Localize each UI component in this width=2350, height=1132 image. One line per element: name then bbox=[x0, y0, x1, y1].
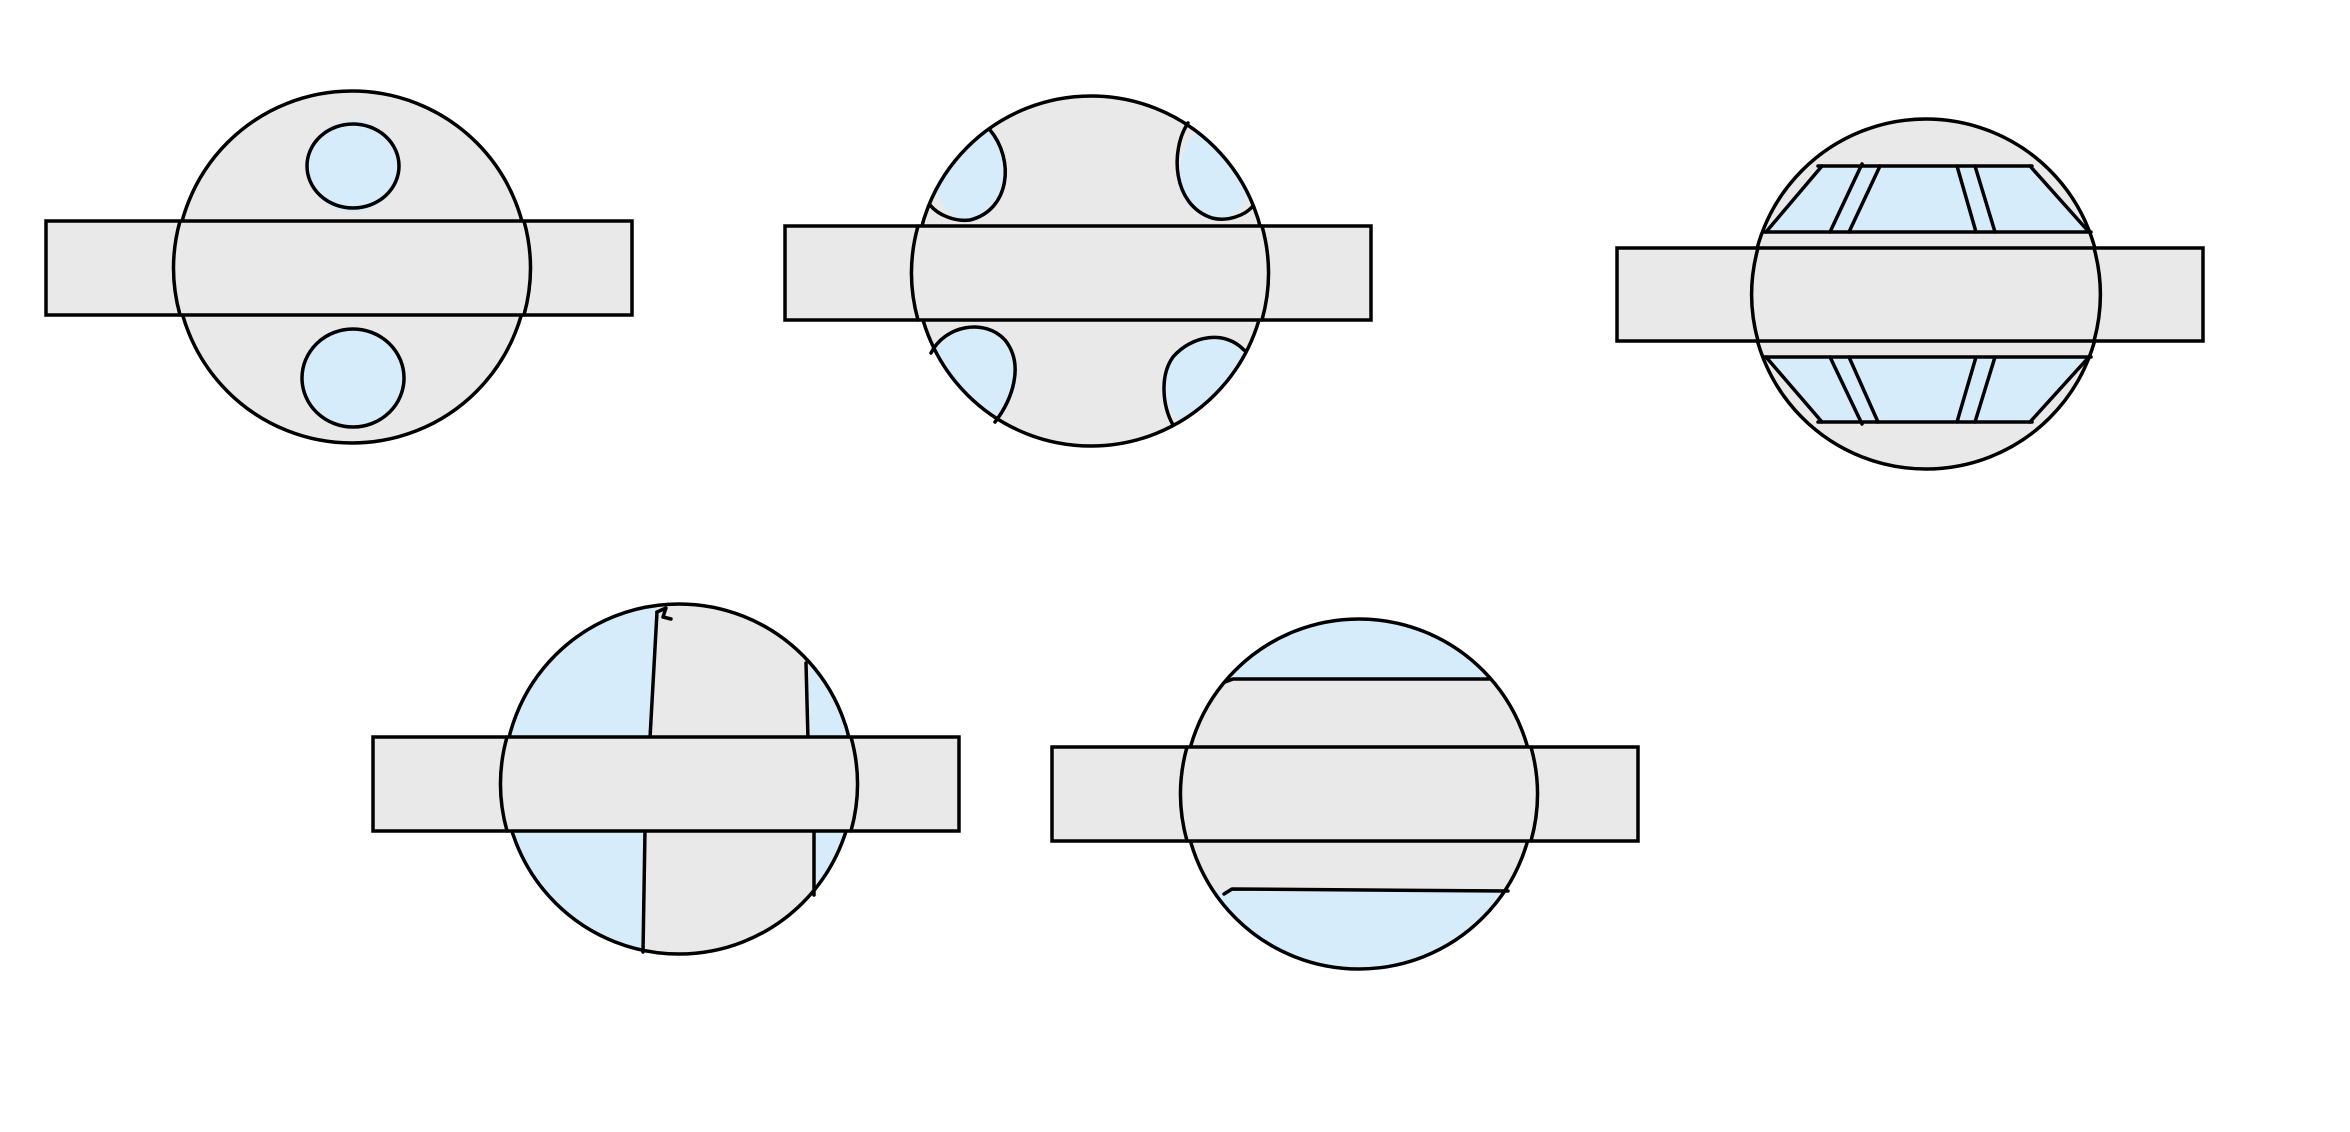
disc-edge-over-bar-right bbox=[1529, 745, 1540, 843]
variant-horizontal-caps bbox=[1050, 617, 1640, 971]
lower-divider-2b bbox=[1973, 355, 1997, 424]
left-divider-lower bbox=[641, 828, 647, 954]
lower-band-right-slant bbox=[2028, 355, 2091, 424]
disc-edge-over-bar-left bbox=[1178, 745, 1189, 843]
upper-trapezoid-band bbox=[1766, 166, 2089, 232]
disc-edge-over-bar-right bbox=[2092, 246, 2102, 343]
lobe-bottom-left-edge bbox=[929, 325, 1017, 424]
horizontal-bar bbox=[44, 219, 634, 317]
lobe-top-right-edge bbox=[1175, 121, 1254, 221]
upper-band-right-slant bbox=[2028, 164, 2091, 234]
lobe-top-left-edge bbox=[928, 128, 1008, 223]
top-circular-hole bbox=[307, 120, 399, 212]
disc-edge-over-bar-right bbox=[522, 219, 533, 317]
lobe-bottom-right-edge bbox=[1162, 335, 1246, 427]
lower-band-left-slant bbox=[1764, 355, 1824, 424]
bottom-hole-outline bbox=[300, 327, 406, 429]
lower-trapezoid-band bbox=[1766, 357, 2089, 422]
upper-divider-1a bbox=[1828, 162, 1864, 234]
left-divider-upper bbox=[648, 610, 659, 740]
variant-trapezoid-slots bbox=[1615, 117, 2205, 471]
disc-edge-over-bar-right bbox=[1260, 224, 1271, 322]
lower-divider-1a bbox=[1828, 355, 1864, 426]
variant-four-edge-lobes bbox=[783, 94, 1373, 448]
upper-divider-1b bbox=[1847, 164, 1882, 234]
horizontal-bar bbox=[371, 735, 961, 833]
lower-divider-2a bbox=[1955, 355, 1978, 424]
top-hole-outline bbox=[305, 122, 401, 210]
bottom-cap-line bbox=[1222, 887, 1510, 896]
horizontal-bar bbox=[1050, 745, 1640, 843]
upper-divider-2a bbox=[1955, 164, 1978, 234]
disc-edge-over-bar-left bbox=[498, 735, 509, 833]
upper-band-left-slant bbox=[1764, 164, 1824, 234]
horizontal-bar bbox=[1615, 246, 2205, 343]
variant-vertical-sectors bbox=[371, 602, 961, 956]
disc-edge-over-bar-left bbox=[1750, 246, 1760, 343]
variant-two-circular-holes bbox=[44, 89, 634, 445]
right-divider-upper bbox=[804, 661, 810, 742]
upper-divider-2b bbox=[1973, 164, 1997, 234]
disc-edge-over-bar-left bbox=[171, 219, 182, 317]
bottom-circular-hole bbox=[302, 327, 404, 429]
horizontal-bar bbox=[783, 224, 1373, 322]
lower-divider-1b bbox=[1847, 355, 1880, 424]
disc-edge-over-bar-right bbox=[849, 735, 860, 833]
left-divider-hook bbox=[655, 606, 673, 621]
disc-edge-over-bar-left bbox=[909, 224, 920, 322]
top-blue-cap bbox=[1184, 619, 1534, 680]
top-cap-line bbox=[1223, 677, 1491, 684]
